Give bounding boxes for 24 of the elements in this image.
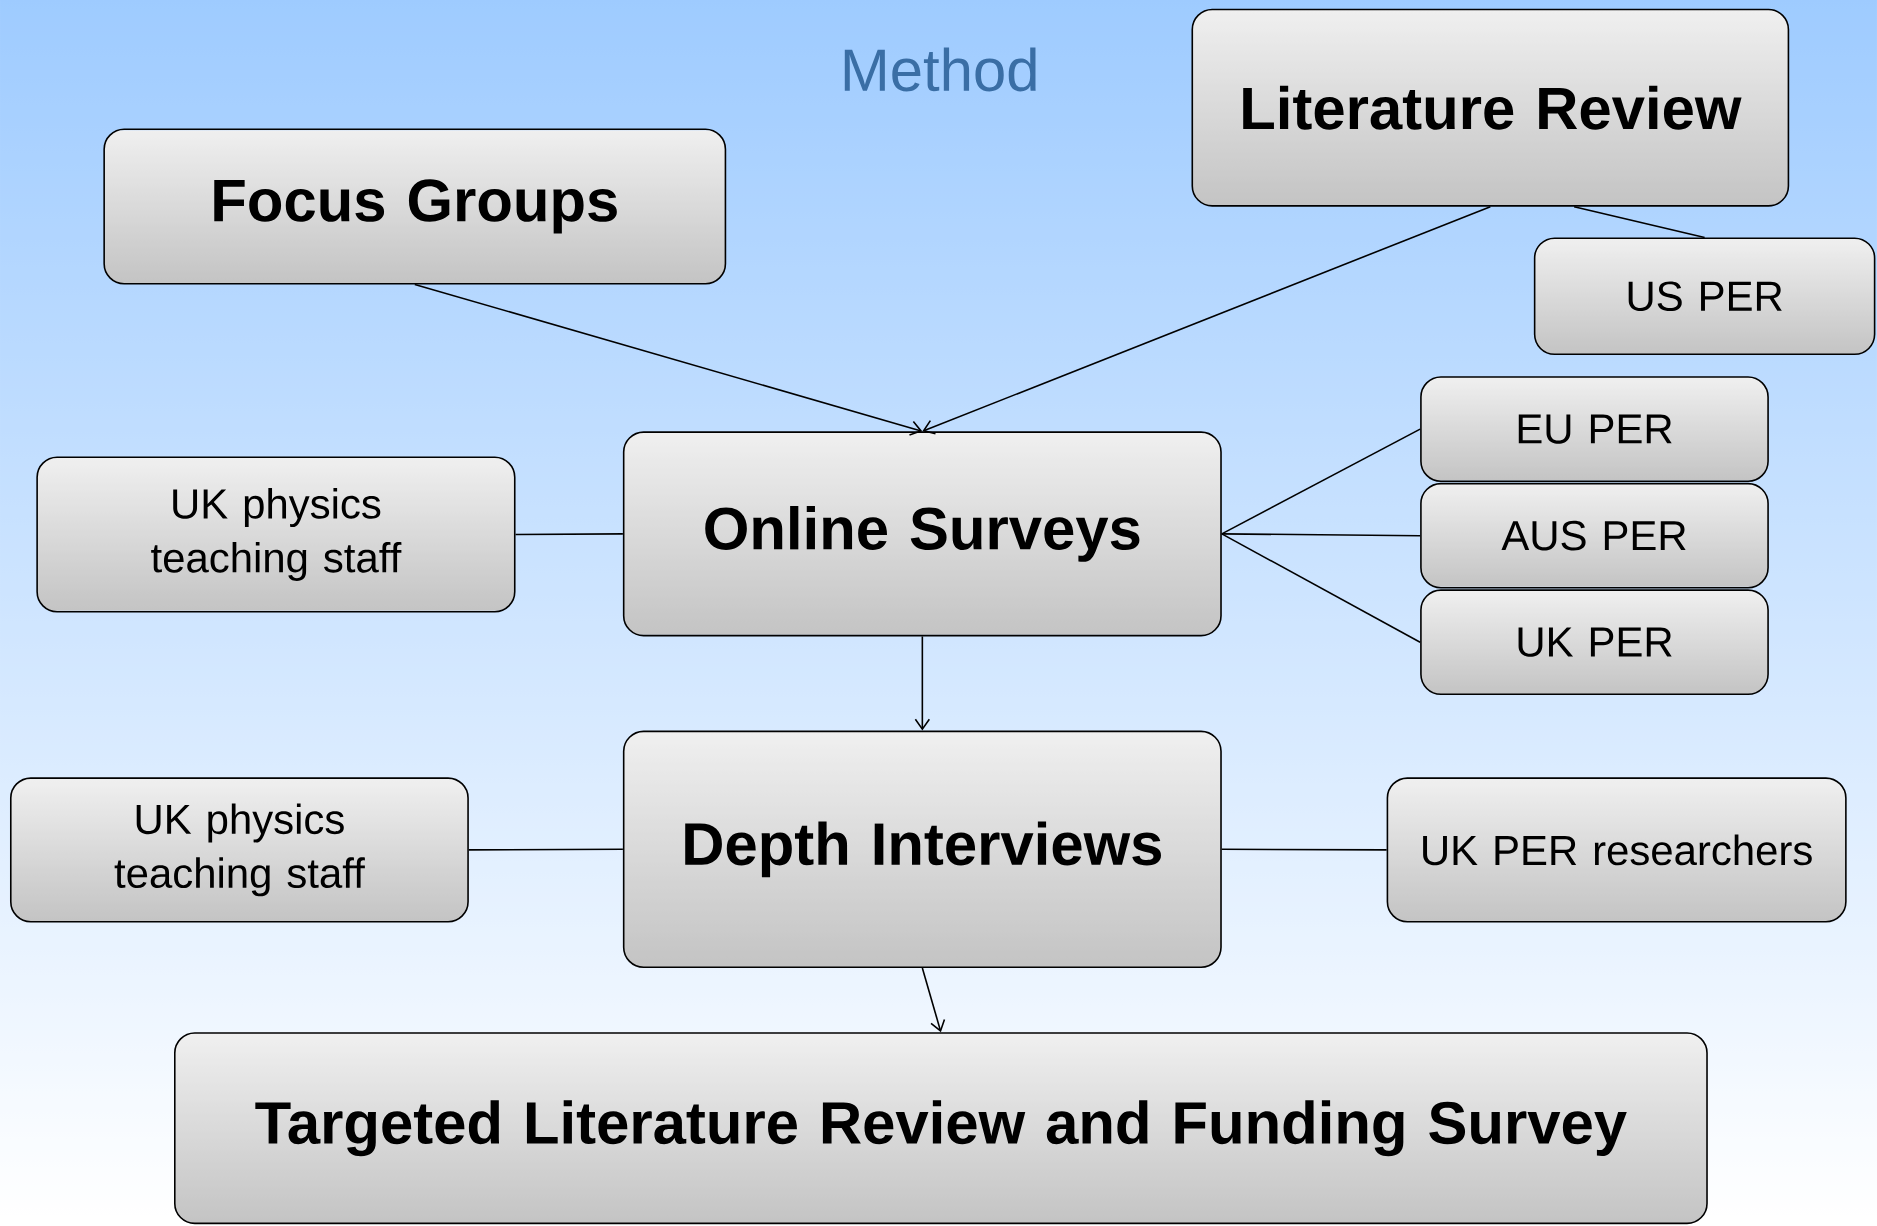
- process-box: Online Surveys: [622, 431, 1222, 637]
- source-box: UK physics teaching staff: [9, 777, 469, 923]
- arrow: [922, 206, 1492, 435]
- source-box: US PER: [1533, 237, 1876, 356]
- process-box: Depth Interviews: [622, 730, 1222, 969]
- connector-line: [1573, 206, 1706, 239]
- process-box: Focus Groups: [103, 128, 727, 285]
- process-box: Literature Review: [1191, 8, 1790, 207]
- source-box: UK physics teaching staff: [36, 456, 516, 613]
- source-box: EU PER: [1420, 376, 1769, 483]
- process-box: Targeted Literature Review and Funding Survey: [174, 1032, 1708, 1225]
- connector-line: [1221, 533, 1421, 537]
- source-box: UK PER: [1420, 589, 1769, 696]
- arrow: [914, 635, 931, 731]
- arrow: [414, 283, 923, 436]
- title: Method: [844, 47, 1036, 92]
- connector-line: [468, 848, 624, 851]
- connector-line: [1221, 533, 1421, 644]
- arrow: [921, 967, 946, 1033]
- connector-line: [1221, 848, 1388, 851]
- connector-line: [514, 533, 624, 536]
- source-box: UK PER researchers: [1386, 777, 1847, 923]
- connector-line: [1221, 428, 1421, 535]
- source-box: AUS PER: [1420, 482, 1769, 589]
